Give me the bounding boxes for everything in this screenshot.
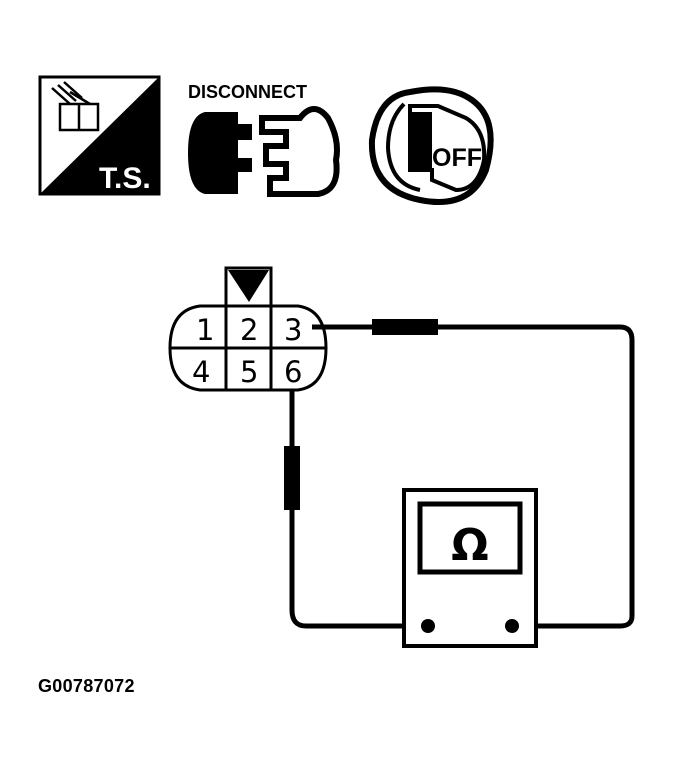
pin-5: 5	[240, 355, 258, 389]
ignition-off-icon: OFF	[368, 86, 494, 205]
connector-plug-left	[188, 112, 252, 194]
test-symbol-icon: T.S.	[38, 75, 161, 196]
probe-tip-pin-3	[372, 319, 438, 335]
disconnect-label: DISCONNECT	[188, 82, 307, 102]
pin-6: 6	[284, 355, 302, 389]
connector-key-triangle	[228, 270, 269, 302]
test-symbol-label: T.S.	[99, 162, 151, 195]
connector-plug-right	[259, 106, 340, 197]
ignition-off-label: OFF	[432, 144, 482, 172]
ohmmeter: Ω	[402, 488, 538, 648]
meter-terminal-ohm	[505, 619, 519, 633]
disconnect-icon: DISCONNECT	[188, 82, 340, 197]
pin-1: 1	[196, 313, 214, 347]
harness-connector: 1 2 3 4 5 6	[168, 266, 328, 392]
pin-3: 3	[284, 313, 302, 347]
test-lead-black	[289, 390, 428, 629]
meter-terminal-com	[421, 619, 435, 633]
harness-connector-icon	[51, 81, 100, 132]
ohm-symbol: Ω	[451, 520, 488, 571]
test-lead-red	[312, 324, 635, 629]
figure-id: G00787072	[38, 676, 135, 696]
ignition-key-icon	[408, 104, 487, 193]
pin-2: 2	[240, 313, 258, 347]
probe-tip-pin-6	[284, 446, 300, 510]
pin-4: 4	[192, 355, 210, 389]
